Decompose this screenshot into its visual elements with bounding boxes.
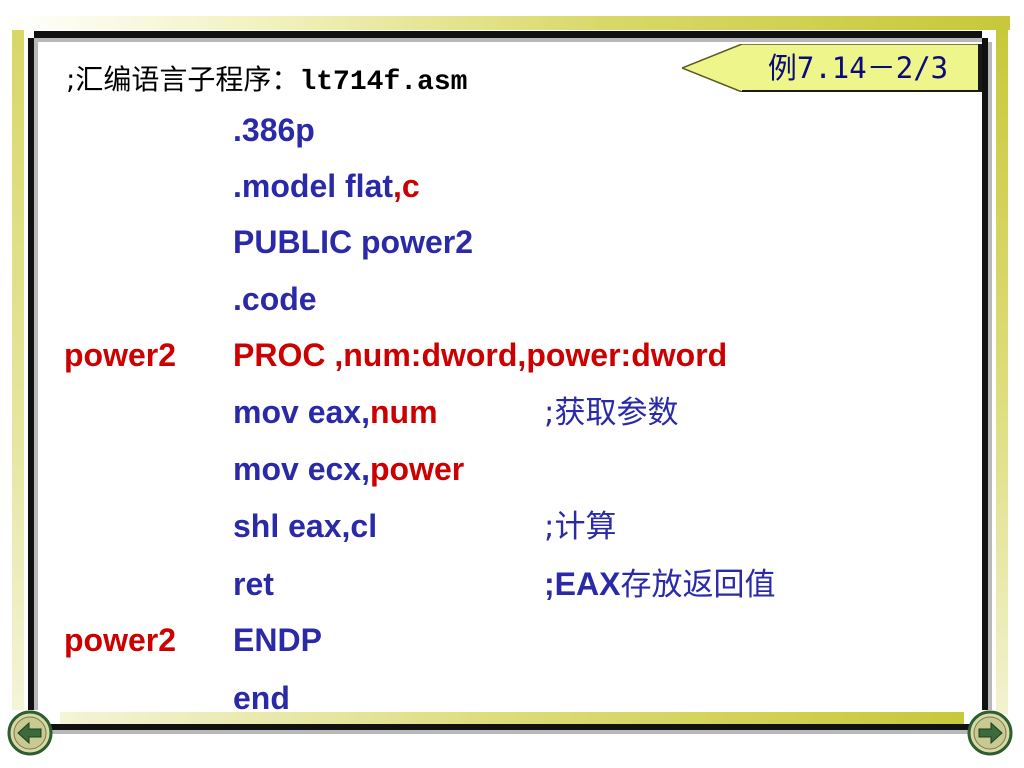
example-badge [682, 44, 982, 92]
example-badge-label: 例7.14－2/3 [767, 51, 949, 85]
header-comment: ;汇编语言子程序： [66, 63, 300, 96]
frame-right-yellow-bar [996, 24, 1008, 714]
code-instruction: shl eax,cl [233, 508, 378, 544]
header-filename: lt714f.asm [299, 67, 468, 98]
code-comment: ;计算 [544, 509, 617, 545]
code-line: ret ;EAX存放返回值 [0, 562, 1024, 606]
frame-bottom-gray-bar [34, 730, 982, 734]
code-instruction: PROC ,num:dword,power:dword [233, 337, 728, 373]
code-line: .386p [0, 108, 1024, 152]
frame-bottom-yellow-bar [60, 712, 964, 724]
code-comment: ;EAX存放返回值 [544, 566, 776, 603]
previous-slide-button[interactable] [7, 710, 53, 756]
code-comment: ;获取参数 [544, 395, 679, 431]
code-instruction: mov eax,num [233, 394, 438, 430]
code-line: mov eax,num ;获取参数 [0, 390, 1024, 434]
code-instruction: ENDP [233, 622, 322, 658]
code-line: .model flat,c [0, 164, 1024, 208]
code-instruction: PUBLIC power2 [233, 224, 474, 260]
code-label: power2 [64, 337, 177, 373]
frame-bottom-black-bar [34, 724, 982, 730]
code-instruction: .code [233, 281, 317, 317]
next-slide-button[interactable] [967, 710, 1013, 756]
code-instruction: end [233, 680, 290, 716]
frame-left-black-bar [28, 38, 34, 710]
code-instruction: mov ecx,power [233, 451, 465, 487]
frame-right-black-bar [982, 38, 988, 710]
frame-right-gray-bar [988, 42, 992, 710]
code-line: shl eax,cl ;计算 [0, 504, 1024, 548]
code-line: .code [0, 277, 1024, 321]
code-instruction: .386p [233, 112, 315, 148]
code-line: power2 ENDP [0, 618, 1024, 662]
forward-arrow-icon [967, 710, 1013, 756]
slide-header: ;汇编语言子程序：lt714f.asm [66, 58, 467, 102]
back-arrow-icon [7, 710, 53, 756]
code-line: PUBLIC power2 [0, 220, 1024, 264]
code-line: end [0, 676, 1024, 720]
code-line: power2 PROC ,num:dword,power:dword [0, 333, 1024, 377]
code-label: power2 [64, 622, 177, 658]
frame-top-black-bar [34, 31, 982, 38]
code-line: mov ecx,power [0, 447, 1024, 491]
frame-left-gray-bar [34, 42, 38, 710]
code-instruction: .model flat,c [233, 168, 420, 204]
code-instruction: ret [233, 566, 274, 602]
frame-top-gray-bar [34, 38, 982, 42]
frame-left-yellow-bar [12, 30, 24, 710]
frame-top-yellow-bar [10, 16, 1010, 30]
